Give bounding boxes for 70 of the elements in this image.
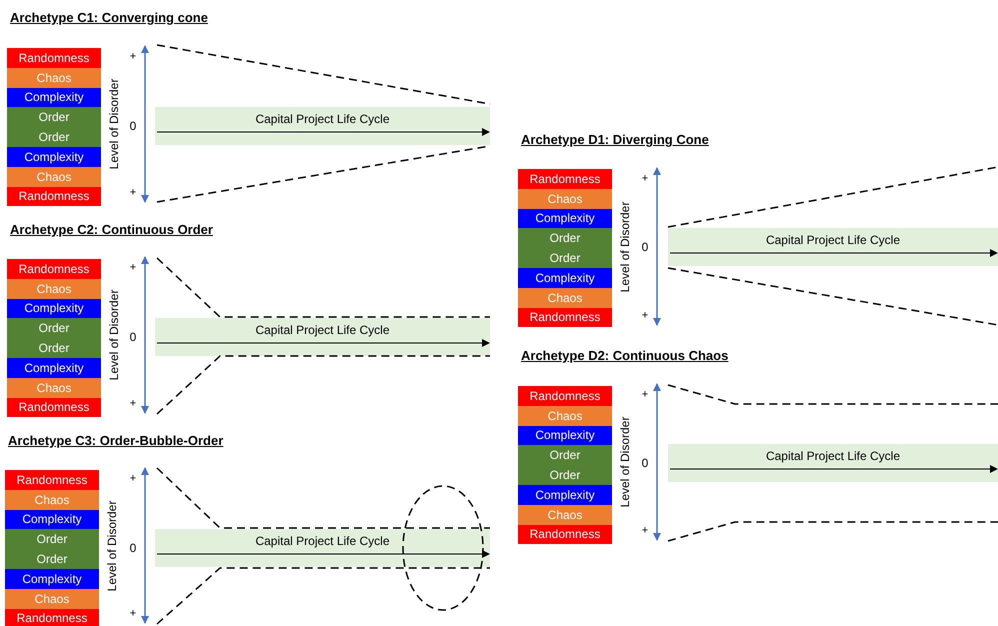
life-cycle-band: Capital Project Life Cycle <box>155 529 490 567</box>
disorder-level-band: Chaos <box>518 188 612 209</box>
axis-label: Level of Disorder <box>106 500 118 591</box>
disorder-level-band: Randomness <box>518 386 612 406</box>
tick-label: + <box>642 526 648 536</box>
disorder-level-band: Randomness <box>5 608 99 626</box>
disorder-level-band: Complexity <box>7 298 101 318</box>
disorder-level-band: Randomness <box>518 169 612 189</box>
disorder-level-band: Order <box>7 338 101 358</box>
tick-label: + <box>130 52 136 62</box>
disorder-level-band: Complexity <box>7 88 101 108</box>
disorder-level-band: Order <box>7 127 101 147</box>
disorder-level-band: Chaos <box>518 288 612 308</box>
disorder-level-band: Complexity <box>518 426 612 446</box>
tick-label: + <box>130 474 136 484</box>
tick-label: 0 <box>642 241 648 253</box>
disorder-level-band: Complexity <box>518 268 612 288</box>
disorder-level-band: Order <box>5 529 99 550</box>
disorder-level-band: Complexity <box>7 147 101 167</box>
disorder-level-band: Order <box>7 107 101 128</box>
tick-label: + <box>130 398 136 410</box>
tick-label: + <box>130 262 136 274</box>
disorder-level-band: Order <box>518 228 612 248</box>
disorder-level-band: Chaos <box>7 166 101 187</box>
disorder-level-band: Complexity <box>5 569 99 589</box>
tick-label: + <box>130 188 136 198</box>
disorder-level-band: Randomness <box>7 48 101 68</box>
axis-label: Level of Disorder <box>108 78 120 170</box>
tick-label: 0 <box>130 331 136 343</box>
tick-label: + <box>642 310 648 322</box>
disorder-level-band: Randomness <box>7 259 101 279</box>
tick-label: 0 <box>642 457 648 469</box>
disorder-level-band: Chaos <box>518 406 612 426</box>
tick-label: 0 <box>130 542 136 554</box>
tick-label: + <box>642 174 648 184</box>
archetype-heading: Archetype C1: Converging cone <box>10 9 208 27</box>
tick-label: 0 <box>130 120 136 132</box>
archetype-heading: Archetype C2: Continuous Order <box>10 221 213 239</box>
disorder-level-band: Randomness <box>5 470 99 490</box>
life-cycle-band: Capital Project Life Cycle <box>668 228 998 266</box>
disorder-level-band: Complexity <box>5 510 99 530</box>
axis-label: Level of Disorder <box>619 201 631 292</box>
disorder-level-band: Chaos <box>7 378 101 398</box>
tick-label: + <box>130 608 136 620</box>
axis-label: Level of Disorder <box>619 416 631 508</box>
disorder-level-band: Chaos <box>7 278 101 299</box>
axis-label: Level of Disorder <box>108 290 120 380</box>
disorder-level-band: Randomness <box>518 524 612 544</box>
life-cycle-band: Capital Project Life Cycle <box>668 444 998 482</box>
disorder-level-band: Chaos <box>518 504 612 525</box>
disorder-level-band: Order <box>518 248 612 268</box>
archetype-heading: Archetype C3: Order-Bubble-Order <box>8 432 224 450</box>
disorder-level-band: Complexity <box>518 208 612 228</box>
disorder-level-band: Complexity <box>518 485 612 505</box>
archetype-heading: Archetype D1: Diverging Cone <box>521 131 709 149</box>
disorder-level-band: Complexity <box>7 358 101 378</box>
disorder-level-band: Chaos <box>5 490 99 510</box>
disorder-level-band: Chaos <box>7 68 101 88</box>
disorder-level-band: Order <box>518 445 612 466</box>
life-cycle-band: Capital Project Life Cycle <box>155 107 490 145</box>
disorder-level-band: Randomness <box>7 398 101 418</box>
disorder-level-band: Order <box>518 465 612 485</box>
disorder-level-band: Randomness <box>518 308 612 328</box>
disorder-level-band: Order <box>5 549 99 569</box>
disorder-level-band: Chaos <box>5 588 99 609</box>
archetype-heading: Archetype D2: Continuous Chaos <box>521 347 728 365</box>
tick-label: + <box>642 390 648 400</box>
disorder-level-band: Order <box>7 318 101 338</box>
disorder-level-band: Randomness <box>7 186 101 206</box>
life-cycle-band: Capital Project Life Cycle <box>155 318 490 356</box>
